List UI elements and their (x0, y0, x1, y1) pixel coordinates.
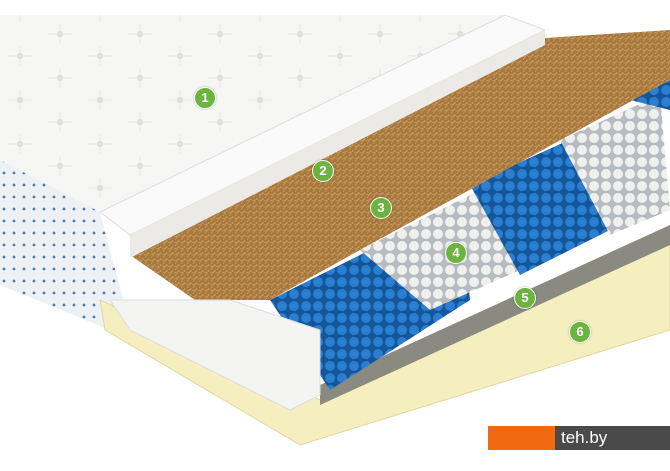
label-badge-4: 4 (445, 242, 467, 264)
spring-block-white-2 (560, 95, 670, 235)
watermark: teh.by (488, 426, 670, 450)
label-badge-2: 2 (312, 160, 334, 182)
watermark-orange-bar (488, 426, 555, 450)
mattress-side-fabric (0, 160, 130, 330)
label-badge-3: 3 (370, 197, 392, 219)
white-foam-strip-front (130, 30, 545, 258)
white-foam-edge (109, 299, 321, 411)
label-badge-5: 5 (514, 287, 536, 309)
spring-block-white (360, 190, 520, 310)
coconut-layer (130, 30, 670, 300)
label-badge-6: 6 (569, 321, 591, 343)
mesh-layer (320, 225, 670, 405)
quilted-top-layer (0, 15, 505, 212)
watermark-text: teh.by (555, 426, 670, 450)
spring-block-blue-3 (630, 80, 670, 110)
label-badge-1: 1 (194, 87, 216, 109)
